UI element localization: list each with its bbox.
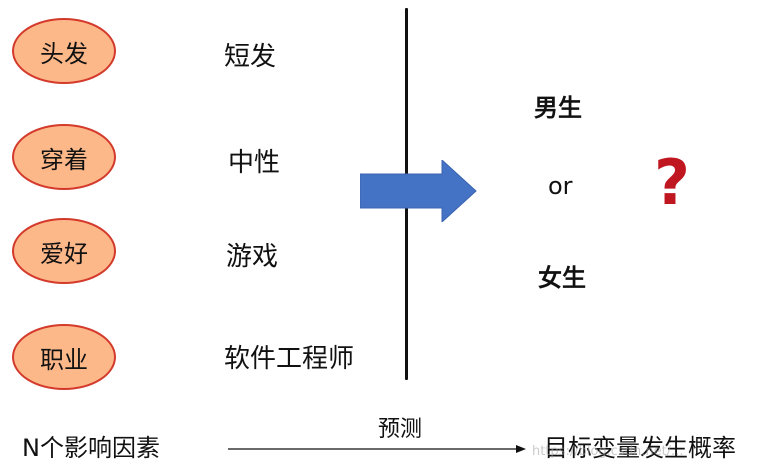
predict-label: 预测 xyxy=(378,417,423,442)
factor-value-job: 软件工程师 xyxy=(224,344,355,374)
outcome-female: 女生 xyxy=(538,264,586,292)
factor-value-hobby: 游戏 xyxy=(226,242,279,272)
thin-right-arrow-head xyxy=(516,445,526,453)
factor-value-clothing: 中性 xyxy=(228,148,281,178)
factors-count-label: N个影响因素 xyxy=(22,434,160,462)
factor-label-clothing: 穿着 xyxy=(40,145,88,174)
factor-label-hobby: 爱好 xyxy=(40,239,88,268)
big-right-arrow-shape xyxy=(360,160,477,222)
factor-ellipse-hair: 头发 xyxy=(12,18,116,84)
question-mark-icon: ? xyxy=(654,146,690,219)
outcome-male: 男生 xyxy=(534,94,582,122)
watermark-text: https://blog.csdn.net/... xyxy=(532,444,684,459)
outcome-or: or xyxy=(548,172,573,200)
thin-right-arrow xyxy=(228,445,526,453)
factor-ellipse-clothing: 穿着 xyxy=(12,124,116,190)
target-probability-label: 目标变量发生概率 xyxy=(544,434,736,462)
factor-label-hair: 头发 xyxy=(40,39,88,68)
factor-label-job: 职业 xyxy=(40,345,88,374)
factor-ellipse-hobby: 爱好 xyxy=(12,218,116,284)
big-right-arrow xyxy=(360,160,477,222)
factor-ellipse-job: 职业 xyxy=(12,324,116,390)
factor-value-hair: 短发 xyxy=(224,42,277,72)
